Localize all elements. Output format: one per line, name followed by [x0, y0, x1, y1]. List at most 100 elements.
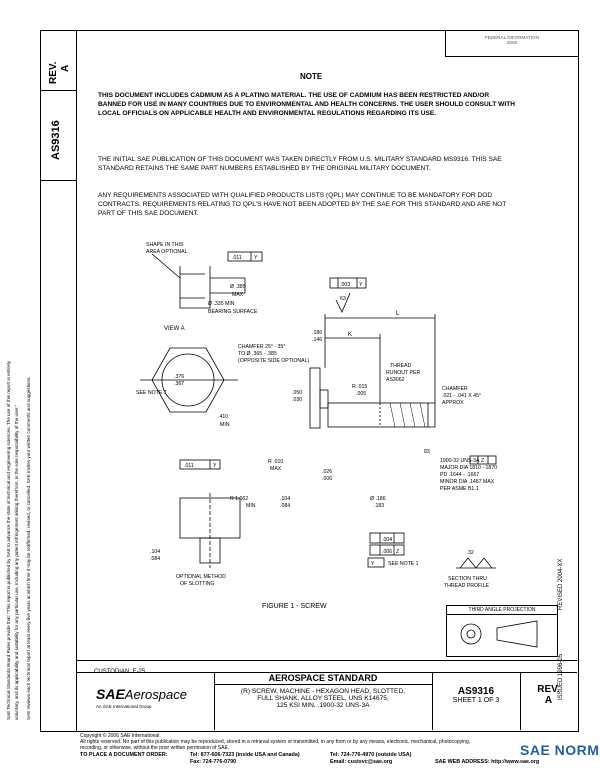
lbl-shape-note: SHAPE IN THIS [146, 242, 184, 248]
lbl-datum-y: Y [254, 255, 258, 261]
lbl-dim-030: .030 [292, 397, 302, 403]
title-rev-value: A [544, 695, 553, 706]
lbl-tol-003: .003 [340, 282, 350, 288]
aerospace-logo: Aerospace [124, 687, 187, 702]
lbl-thread2: RUNOUT PER [386, 370, 420, 376]
header-stamp: FEDERAL INFORMATION 2006 [445, 30, 578, 57]
custodian-row: CUSTODIAN: E-25 [76, 660, 577, 675]
title-doc-number: AS9316 [457, 686, 495, 697]
lbl-chamfer-b1: CHAMFER [442, 386, 468, 392]
third-angle-box: THIRD ANGLE PROJECTION [446, 605, 558, 657]
lbl-max: MAX [232, 292, 244, 298]
lbl-see-note1: SEE NOTE 1 [388, 561, 419, 567]
desc-line1: (R) SCREW, MACHINE - HEXAGON HEAD, SLOTT… [240, 688, 406, 695]
lbl-dim-L: L [396, 311, 400, 317]
lbl-thread-spec4: MINOR DIA .1487 MAX [440, 479, 495, 485]
tel2: Tel: 724-776-4970 (outside USA) [330, 752, 412, 758]
disclaimer-line1: SAE Technical Standards Board Rules prov… [6, 361, 11, 720]
lbl-bearing: BEARING SURFACE [208, 309, 258, 315]
lbl-optional1: OPTIONAL METHOD [176, 574, 226, 580]
third-angle-symbol [460, 620, 538, 648]
page-frame [76, 30, 579, 732]
lbl-r-015: R .015 [352, 384, 367, 390]
lbl-thread-z: Z [481, 458, 484, 464]
left-rev-label: REV. [48, 61, 59, 84]
disclaimer-line3: SAE reviews each technical report at lea… [26, 376, 31, 720]
third-angle-label: THIRD ANGLE PROJECTION [447, 606, 557, 615]
lbl-dim-050: .050 [292, 390, 302, 396]
lbl-dim-K: K [348, 332, 352, 338]
lbl-tol-011: .011 [232, 255, 242, 261]
fax: Fax: 724-776-0790 [190, 759, 237, 765]
lbl-angle-32: 32 [468, 550, 474, 556]
lbl-dia-186: Ø .186 [370, 496, 386, 502]
note-para1: THE INITIAL SAE PUBLICATION OF THIS DOCU… [98, 156, 502, 172]
lbl-dim-376: .376 [174, 374, 184, 380]
title-rev-label: REV. [537, 684, 560, 695]
standard-title: AEROSPACE STANDARD [214, 672, 432, 685]
lbl-thread-spec1: 1900-32 UNS-3A [440, 458, 480, 464]
lbl-optional2: OF SLOTTING [180, 581, 215, 587]
lbl-thread1: THREAD [390, 363, 412, 369]
disclaimer-line2: voluntary, and its applicability and sui… [14, 404, 19, 720]
lbl-thread-spec5: PER ASME B1.1 [440, 486, 479, 492]
note-para2: ANY REQUIREMENTS ASSOCIATED WITH QUALIFI… [98, 192, 507, 217]
lbl-tol-011-b: .011 [184, 463, 194, 469]
lbl-dim-146: .146 [312, 337, 322, 343]
copyright: Copyright © 2006 SAE International [80, 733, 160, 739]
lbl-r-005: .005 [356, 391, 366, 397]
lbl-angle-83: 83 [424, 449, 430, 455]
sheet-number: SHEET 1 OF 3 [452, 697, 500, 704]
lbl-see-note7: SEE NOTE 7 [136, 390, 167, 396]
lbl-chamfer-b3: APPROX [442, 400, 464, 406]
lbl-thread-spec2: MAJOR DIA 1810 - 1870 [440, 465, 497, 471]
lbl-dim-026: .026 [322, 469, 332, 475]
note-title: NOTE [300, 72, 323, 81]
lbl-chamfer2: TO Ø .365 - .385 [238, 351, 277, 357]
lbl-dim-183: .183 [374, 503, 384, 509]
lbl-datum-y2: Y [371, 561, 375, 567]
lbl-datum-y-b: Y [213, 463, 217, 469]
logo-cell: SAEAerospace An SAE International Group [76, 672, 215, 730]
sae-logo: SAE [96, 686, 125, 702]
lbl-dim-410: .410 [218, 414, 228, 420]
lbl-datum-z: Z [396, 549, 399, 555]
logo-sub: An SAE International Group [96, 704, 152, 709]
lbl-tol-006: .006 [382, 549, 392, 555]
screw-drawing: SHAPE IN THIS AREA OPTIONAL .011 Y Ø .38… [136, 242, 497, 589]
lbl-dim-186: .186 [312, 330, 322, 336]
lbl-shape-note2: AREA OPTIONAL [146, 249, 188, 255]
title-cell: AEROSPACE STANDARD (R) SCREW, MACHINE - … [214, 672, 433, 730]
order-label: TO PLACE A DOCUMENT ORDER: [80, 752, 168, 758]
lbl-thread3: AS3062 [386, 377, 405, 383]
figure-caption: FIGURE 1 - SCREW [262, 603, 327, 610]
lbl-section2: THREAD PROFILE [444, 583, 490, 589]
left-docnum-box [40, 90, 76, 181]
web-address: SAE WEB ADDRESS: http://www.sae.org [435, 759, 540, 765]
stamp-line1: FEDERAL INFORMATION [484, 35, 540, 40]
email: Email: custsvc@sae.org [330, 759, 393, 765]
lbl-min: MIN [220, 422, 230, 428]
lbl-angle-63: 63 [340, 296, 346, 302]
lbl-tol-004: .004 [382, 537, 392, 543]
lbl-dim-006: .006 [322, 476, 332, 482]
title-block [76, 660, 577, 731]
lbl-dim-104-b: .104 [150, 549, 160, 555]
revised-date: REVISED 2004-XX [558, 558, 564, 610]
tel1: Tel: 877-606-7323 (inside USA and Canada… [190, 752, 300, 758]
stamp-line2: 2006 [506, 40, 518, 45]
lbl-view-a: VIEW A [164, 326, 185, 332]
lbl-dim-084: .084 [280, 503, 290, 509]
lbl-chamfer-b2: .021 - .041 X 45° [442, 393, 481, 399]
docnum-cell: AS9316 SHEET 1 OF 3 [432, 672, 521, 730]
rights: All rights reserved. No part of this pub… [80, 739, 471, 745]
left-doc-number: AS9316 [50, 120, 62, 160]
custodian: CUSTODIAN: E-25 [94, 669, 146, 675]
cadmium-warning: THIS DOCUMENT INCLUDES CADMIUM AS A PLAT… [98, 92, 516, 117]
lbl-dim-367: .367 [174, 381, 184, 387]
lbl-r-010: R .010 [268, 459, 283, 465]
lbl-dia-335: Ø .335 MIN [208, 301, 235, 307]
lbl-chamfer1: CHAMFER 25° - 35° [238, 344, 285, 350]
lbl-max-b: MAX [270, 466, 282, 472]
lbl-chamfer3: (OPPOSITE SIDE OPTIONAL) [238, 358, 309, 364]
